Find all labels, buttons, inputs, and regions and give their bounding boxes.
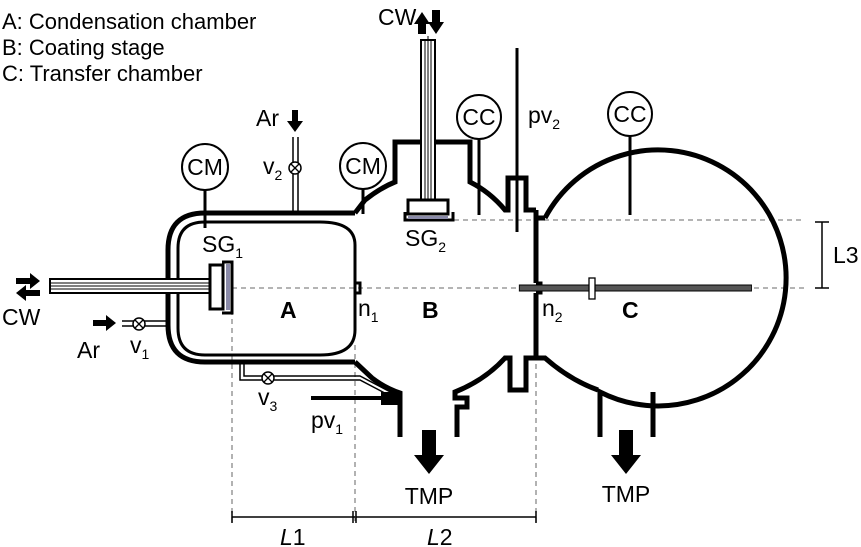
cw-down-arrow-icon [428, 10, 444, 34]
sg1-label: SG1 [202, 231, 243, 261]
sg2-substrate [408, 216, 448, 219]
l1-label: L1 [280, 524, 306, 547]
chamber-b-bottom-right-wall [452, 355, 536, 437]
cm-right-label: CM [345, 153, 381, 179]
l2-label: L2 [427, 524, 453, 547]
sg2-label: SG2 [405, 225, 446, 255]
transfer-chamber [518, 147, 789, 437]
n1-label: n1 [358, 295, 379, 325]
sg1-substrate [226, 264, 230, 310]
pv2-label: pv2 [528, 102, 560, 132]
chamber-a-label: A [280, 297, 297, 323]
cm-left-label: CM [187, 154, 223, 180]
chamber-c-label: C [622, 297, 639, 323]
coating-stage-chamber [353, 139, 543, 437]
v1-label: v1 [130, 332, 150, 362]
cold-cathode-gauge-left: CC [456, 94, 502, 215]
tmp-left-label: TMP [405, 483, 454, 509]
ar-inlet-left [93, 315, 170, 331]
chamber-b-label: B [422, 297, 439, 323]
ar-left-arrow-icon [93, 315, 116, 331]
v3-label: v3 [258, 384, 278, 414]
transfer-rod[interactable] [518, 284, 752, 292]
l3-label: L3 [833, 242, 859, 268]
cc-right-label: CC [613, 101, 646, 127]
cold-cathode-gauge-right: CC [607, 91, 653, 215]
dimension-lines [231, 221, 829, 523]
legend-item-b: B: Coating stage [2, 35, 165, 60]
ar-top-label: Ar [256, 105, 279, 131]
pv1-seat [381, 392, 399, 405]
cw-up-arrow-icon [414, 12, 430, 34]
tmp-right-arrow-icon [611, 430, 641, 474]
cw-left-label: CW [2, 304, 41, 330]
cooling-water-feedthrough-left [16, 260, 234, 315]
tmp-left-arrow-icon [414, 430, 444, 474]
n2-label: n2 [542, 295, 563, 325]
cooling-water-feedthrough-top [403, 10, 455, 222]
sample-holder-sg2 [406, 198, 450, 216]
nozzle-n1 [355, 281, 362, 295]
ar-left-label: Ar [77, 337, 100, 363]
cc-left-label: CC [462, 104, 495, 130]
chamber-b-top-wall [353, 139, 536, 215]
capacitance-manometer-right: CM [339, 142, 387, 214]
tmp-right-label: TMP [602, 481, 651, 507]
bypass-line-v3 [239, 362, 399, 401]
cw-top-label: CW [378, 4, 417, 30]
legend-item-a: A: Condensation chamber [2, 9, 256, 34]
chamber-a-inner-wall [176, 220, 357, 357]
legend-item-c: C: Transfer chamber [2, 61, 203, 86]
cw-out-arrow-icon [16, 285, 40, 301]
v2-label: v2 [263, 153, 283, 183]
transfer-rod-holder [588, 277, 596, 300]
guide-lines [231, 219, 805, 522]
sg1-frame [222, 260, 234, 315]
capacitance-manometer-left: CM [181, 143, 229, 228]
ar-inlet-top [287, 110, 303, 213]
chamber-b-bottom-left-wall [353, 360, 403, 437]
legend: A: Condensation chamber B: Coating stage… [2, 9, 256, 86]
chamber-c-bottom-left-wall [536, 355, 599, 393]
cw-in-arrow-icon [16, 273, 40, 289]
pv1-label: pv1 [311, 407, 343, 437]
chamber-c-wall [542, 147, 789, 437]
ar-top-arrow-icon [287, 110, 303, 132]
sg2-frame [403, 212, 455, 222]
sample-holder-sg1 [208, 263, 225, 311]
